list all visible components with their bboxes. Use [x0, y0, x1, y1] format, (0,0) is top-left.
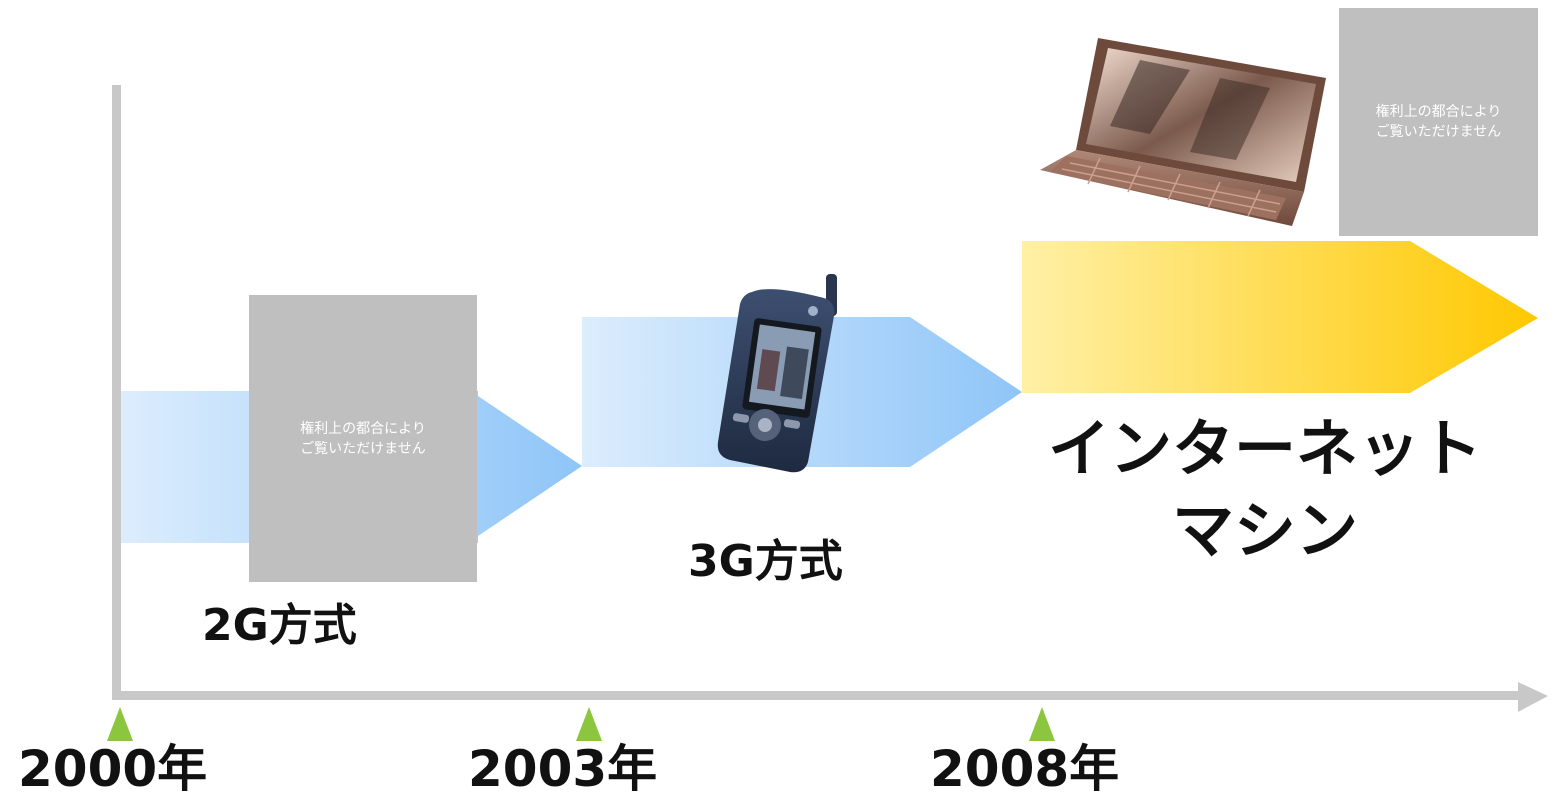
placeholder-text-line1: 権利上の都合により [1375, 104, 1502, 120]
horizontal-axis [112, 691, 1524, 700]
placeholder-text-line1: 権利上の都合により [300, 420, 426, 437]
stage-label-internet-machine: インターネット マシン [1022, 408, 1508, 572]
marker-2008 [1029, 707, 1055, 741]
placeholder-text-line2: ご覧いただけません [1375, 124, 1502, 140]
stage-label-internet-line2: マシン [1171, 494, 1358, 567]
image-unavailable-placeholder-internet: 権利上の都合により ご覧いただけません [1339, 8, 1538, 236]
laptop-image [1040, 38, 1326, 226]
year-label-2003: 2003年 [468, 740, 658, 798]
year-label-2000: 2000年 [18, 740, 208, 798]
image-unavailable-placeholder-2g: 権利上の都合により ご覧いただけません [249, 295, 477, 582]
vertical-axis [112, 85, 121, 700]
marker-2000 [107, 707, 133, 741]
axis-arrowhead [1518, 682, 1548, 712]
stage-label-internet-line1: インターネット [1047, 412, 1482, 485]
arrow-internet-machine [1022, 241, 1538, 393]
stage-label-3g: 3G方式 [688, 536, 843, 587]
phone-image [717, 274, 837, 473]
stage-label-2g: 2G方式 [202, 600, 357, 651]
marker-2003 [576, 707, 602, 741]
year-label-2008: 2008年 [930, 740, 1120, 798]
placeholder-text-line2: ご覧いただけません [300, 440, 426, 457]
